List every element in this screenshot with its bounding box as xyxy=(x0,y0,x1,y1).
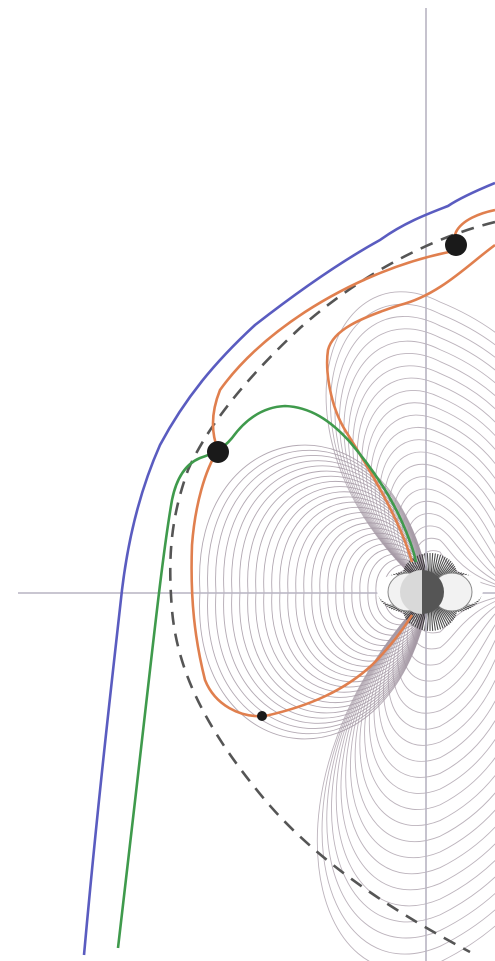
field-line xyxy=(364,591,495,810)
field-line xyxy=(340,591,495,891)
field-line xyxy=(406,591,495,666)
field-line xyxy=(279,496,431,688)
field-line xyxy=(406,513,495,593)
field-line xyxy=(321,591,495,955)
field-line xyxy=(375,558,431,626)
star-light-half xyxy=(400,570,422,614)
field-line xyxy=(345,591,495,875)
field-line xyxy=(223,460,431,724)
field-line xyxy=(402,591,495,682)
field-lines xyxy=(199,291,495,961)
field-line xyxy=(348,353,495,593)
field-line xyxy=(387,591,495,730)
orange-separatrix xyxy=(190,208,495,718)
field-line xyxy=(295,506,431,678)
field-line xyxy=(369,591,495,794)
field-line xyxy=(199,444,431,740)
field-line xyxy=(325,291,495,593)
field-line xyxy=(335,591,495,907)
field-line xyxy=(326,591,495,939)
field-line xyxy=(370,414,495,593)
field-line xyxy=(388,463,495,593)
field-line xyxy=(373,591,495,778)
critical-point xyxy=(257,711,267,721)
field-line xyxy=(239,470,431,714)
field-line xyxy=(350,591,495,859)
field-line xyxy=(352,365,495,593)
field-line xyxy=(379,439,495,593)
field-line xyxy=(331,591,495,923)
field-line xyxy=(319,522,431,662)
dashed-boundary xyxy=(168,220,495,954)
field-line xyxy=(354,591,495,843)
field-line xyxy=(351,543,431,641)
field-line xyxy=(303,512,431,672)
field-line xyxy=(383,451,495,593)
star-dark-half xyxy=(422,570,444,614)
field-line xyxy=(392,476,495,593)
field-line xyxy=(335,532,431,652)
central-body xyxy=(377,570,483,614)
field-line xyxy=(361,390,495,593)
critical-point xyxy=(207,441,229,463)
field-line xyxy=(397,591,495,698)
blue-curve xyxy=(82,181,495,956)
critical-point xyxy=(445,234,467,256)
field-line xyxy=(339,328,495,593)
field-line xyxy=(343,340,495,593)
field-line xyxy=(334,316,495,593)
field-line xyxy=(414,537,495,593)
field-line xyxy=(374,426,495,593)
field-line xyxy=(378,591,495,762)
field-line xyxy=(263,486,431,698)
field-line xyxy=(411,591,495,650)
field-line xyxy=(401,500,495,593)
field-line xyxy=(359,591,495,827)
field-line xyxy=(330,303,495,593)
field-line xyxy=(383,591,495,746)
field-line xyxy=(356,377,495,593)
field-line xyxy=(316,591,495,961)
field-line xyxy=(365,402,495,593)
field-line xyxy=(392,591,495,714)
critical-points xyxy=(207,234,467,721)
